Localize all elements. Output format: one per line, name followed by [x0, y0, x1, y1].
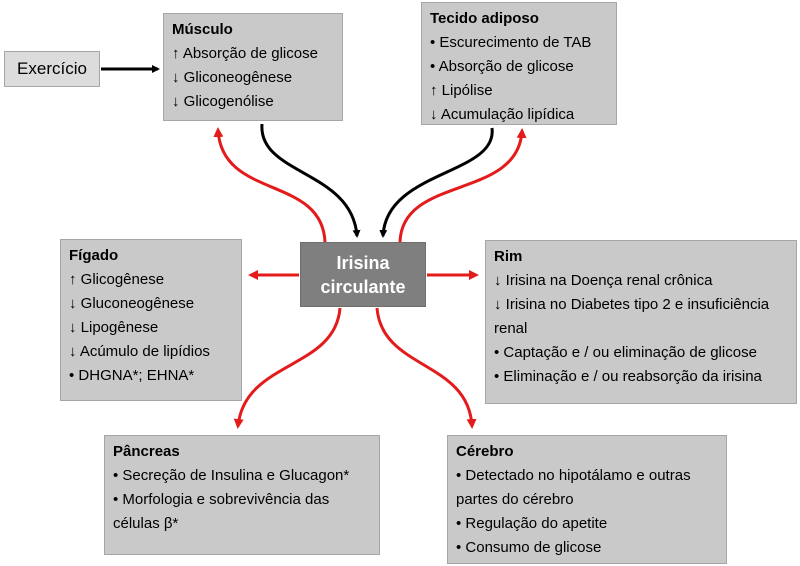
liver-item: ↓ Gluconeogênese: [69, 295, 195, 312]
liver-item: • DHGNA*; EHNA*: [69, 367, 195, 384]
brain-title: Cérebro: [456, 443, 514, 460]
muscle-box: Músculo ↑ Absorção de glicose ↓ Gliconeo…: [163, 13, 343, 121]
liver-item: ↑ Glicogênese: [69, 271, 165, 288]
brain-item: • Detectado no hipotálamo e outras parte…: [456, 467, 691, 508]
kidney-title: Rim: [494, 248, 523, 265]
brain-box: Cérebro • Detectado no hipotálamo e outr…: [447, 435, 727, 564]
circulating-irisin-box: Irisina circulante: [300, 242, 426, 307]
kidney-item: • Captação e / ou eliminação de glicose: [494, 344, 757, 361]
arrow-muscle-to-center: [260, 123, 361, 238]
exercise-box: Exercício: [4, 51, 100, 87]
liver-item: ↓ Lipogênese: [69, 319, 159, 336]
adipose-title: Tecido adiposo: [430, 10, 539, 27]
pancreas-title: Pâncreas: [113, 443, 180, 460]
brain-item: • Regulação do apetite: [456, 515, 608, 532]
muscle-item: ↑ Absorção de glicose: [172, 45, 318, 62]
muscle-title: Músculo: [172, 21, 233, 38]
liver-box: Fígado ↑ Glicogênese ↓ Gluconeogênese ↓ …: [60, 239, 242, 401]
kidney-item: • Eliminação e / ou reabsorção da irisin…: [494, 368, 762, 385]
center-line-1: Irisina: [336, 253, 390, 273]
pancreas-item: • Morfologia e sobrevivência das células…: [113, 491, 330, 532]
arrow-center-to-adipose: [398, 128, 527, 243]
adipose-tissue-box: Tecido adiposo • Escurecimento de TAB • …: [421, 2, 617, 125]
center-line-2: circulante: [320, 277, 406, 297]
arrow-center-to-pancreas: [233, 307, 342, 429]
adipose-item: • Absorção de glicose: [430, 58, 574, 75]
pancreas-item: • Secreção de Insulina e Glucagon*: [113, 467, 350, 484]
liver-title: Fígado: [69, 247, 119, 264]
muscle-item: ↓ Gliconeogênese: [172, 69, 293, 86]
adipose-item: • Escurecimento de TAB: [430, 34, 592, 51]
arrow-adipose-to-center: [379, 127, 494, 238]
arrow-center-to-brain: [375, 307, 477, 429]
muscle-item: ↓ Glicogenólise: [172, 93, 274, 110]
adipose-item: ↑ Lipólise: [430, 82, 493, 99]
adipose-item: ↓ Acumulação lipídica: [430, 106, 575, 123]
kidney-item: ↓ Irisina na Doença renal crônica: [494, 272, 713, 289]
liver-item: ↓ Acúmulo de lipídios: [69, 343, 210, 360]
pancreas-box: Pâncreas • Secreção de Insulina e Glucag…: [104, 435, 380, 555]
kidney-box: Rim ↓ Irisina na Doença renal crônica ↓ …: [485, 240, 797, 404]
kidney-item: ↓ Irisina no Diabetes tipo 2 e insuficiê…: [494, 296, 770, 337]
arrow-center-to-muscle: [213, 127, 327, 243]
brain-item: • Consumo de glicose: [456, 539, 602, 556]
